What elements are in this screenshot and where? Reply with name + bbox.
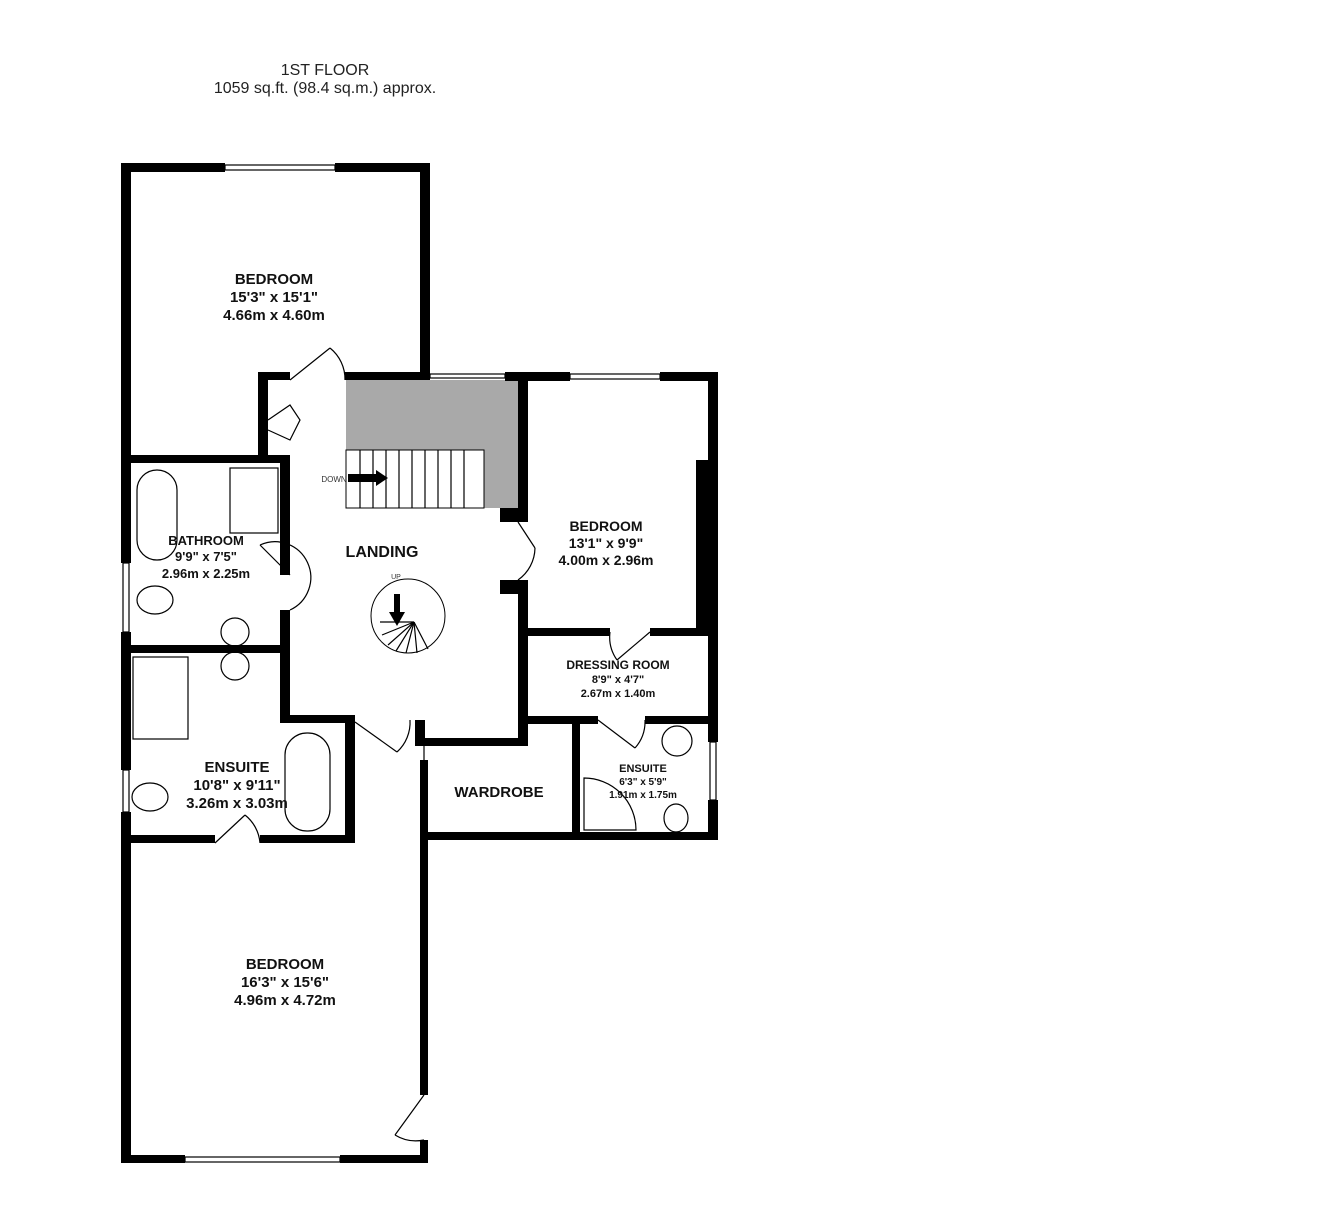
room-size-metric: 2.96m x 2.25m bbox=[162, 566, 250, 581]
spiral-stairs bbox=[370, 578, 446, 654]
room-size-metric: 3.26m x 3.03m bbox=[186, 795, 288, 812]
room-name: BEDROOM bbox=[246, 956, 324, 973]
room-size-imperial: 15'3" x 15'1" bbox=[230, 289, 318, 306]
stairs-down-label: DOWN bbox=[321, 475, 347, 484]
room-name: LANDING bbox=[346, 544, 419, 561]
shower bbox=[229, 467, 279, 534]
room-name: ENSUITE bbox=[619, 763, 667, 775]
walls bbox=[121, 163, 718, 1163]
room-name: ENSUITE bbox=[204, 759, 269, 776]
room-name: BEDROOM bbox=[569, 518, 642, 534]
room-size-imperial: 6'3" x 5'9" bbox=[619, 777, 667, 788]
corner-shower bbox=[583, 777, 637, 831]
room-name: DRESSING ROOM bbox=[566, 658, 669, 672]
shower bbox=[132, 656, 189, 740]
room-name: BATHROOM bbox=[168, 533, 244, 548]
floor-area: 1059 sq.ft. (98.4 sq.m.) approx. bbox=[213, 80, 437, 97]
room-size-metric: 4.00m x 2.96m bbox=[559, 552, 654, 568]
floor-title: 1ST FLOOR bbox=[280, 62, 370, 79]
room-name: WARDROBE bbox=[454, 784, 543, 801]
windows bbox=[122, 164, 717, 1163]
toilet bbox=[131, 782, 169, 812]
room-size-imperial: 16'3" x 15'6" bbox=[241, 974, 329, 991]
sink bbox=[220, 651, 250, 681]
room-size-imperial: 10'8" x 9'11" bbox=[193, 777, 280, 794]
room-size-imperial: 9'9" x 7'5" bbox=[175, 549, 237, 564]
doors bbox=[214, 347, 651, 1142]
room-name: BEDROOM bbox=[235, 271, 313, 288]
bathtub bbox=[136, 469, 178, 561]
bathtub bbox=[284, 732, 331, 832]
straight-stairs bbox=[345, 449, 485, 509]
stairs-up-label: UP bbox=[391, 574, 401, 581]
sink bbox=[220, 617, 250, 647]
fixtures bbox=[131, 467, 693, 833]
room-size-metric: 4.96m x 4.72m bbox=[234, 992, 336, 1009]
room-size-metric: 4.66m x 4.60m bbox=[223, 307, 325, 324]
room-size-imperial: 8'9" x 4'7" bbox=[592, 674, 644, 686]
room-labels: BEDROOM 15'3" x 15'1" 4.66m x 4.60m BEDR… bbox=[162, 271, 677, 1009]
sink bbox=[661, 725, 693, 757]
room-size-imperial: 13'1" x 9'9" bbox=[569, 535, 643, 551]
toilet bbox=[136, 585, 174, 615]
toilet bbox=[663, 803, 689, 833]
room-size-metric: 2.67m x 1.40m bbox=[581, 688, 656, 700]
room-size-metric: 1.91m x 1.75m bbox=[609, 790, 677, 801]
